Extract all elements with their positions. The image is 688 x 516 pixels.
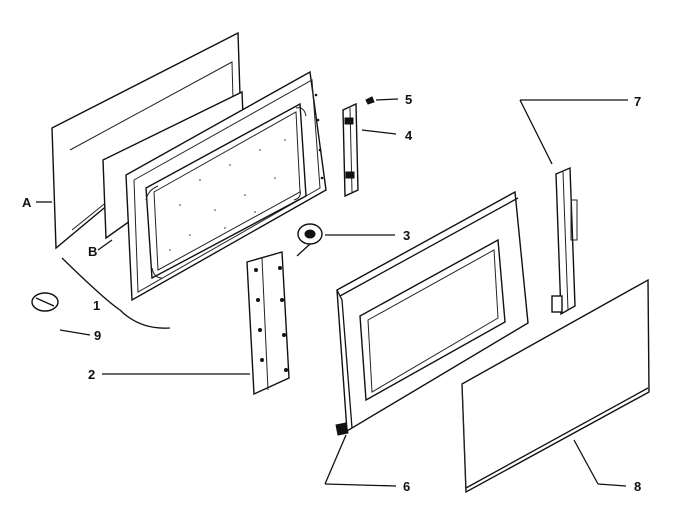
callout-7: 7	[634, 94, 641, 109]
callout-3: 3	[403, 228, 410, 243]
part-6-door-assembly	[335, 190, 529, 436]
part-2-latch-plate	[246, 251, 290, 396]
part-8-outer-panel	[461, 278, 650, 494]
callout-leader-lines	[36, 98, 628, 487]
part-4-hinge	[342, 102, 359, 198]
callout-8: 8	[634, 479, 641, 494]
callout-4: 4	[405, 128, 413, 143]
callout-1: 1	[93, 298, 100, 313]
callout-5: 5	[405, 92, 412, 107]
callout-labels: A B 1 2 3 4 5 6 7 8 9	[22, 92, 641, 494]
part-9-screw	[31, 292, 59, 312]
callout-b: B	[88, 244, 97, 259]
part-3-latch-cam	[297, 223, 323, 245]
callout-a: A	[22, 195, 32, 210]
part-1-door-frame	[125, 70, 327, 302]
part-5-screw	[365, 96, 375, 105]
window-mesh-dots	[169, 139, 286, 251]
callout-9: 9	[94, 328, 101, 343]
callout-2: 2	[88, 367, 95, 382]
part-7-hinge	[551, 166, 578, 316]
callout-6: 6	[403, 479, 410, 494]
